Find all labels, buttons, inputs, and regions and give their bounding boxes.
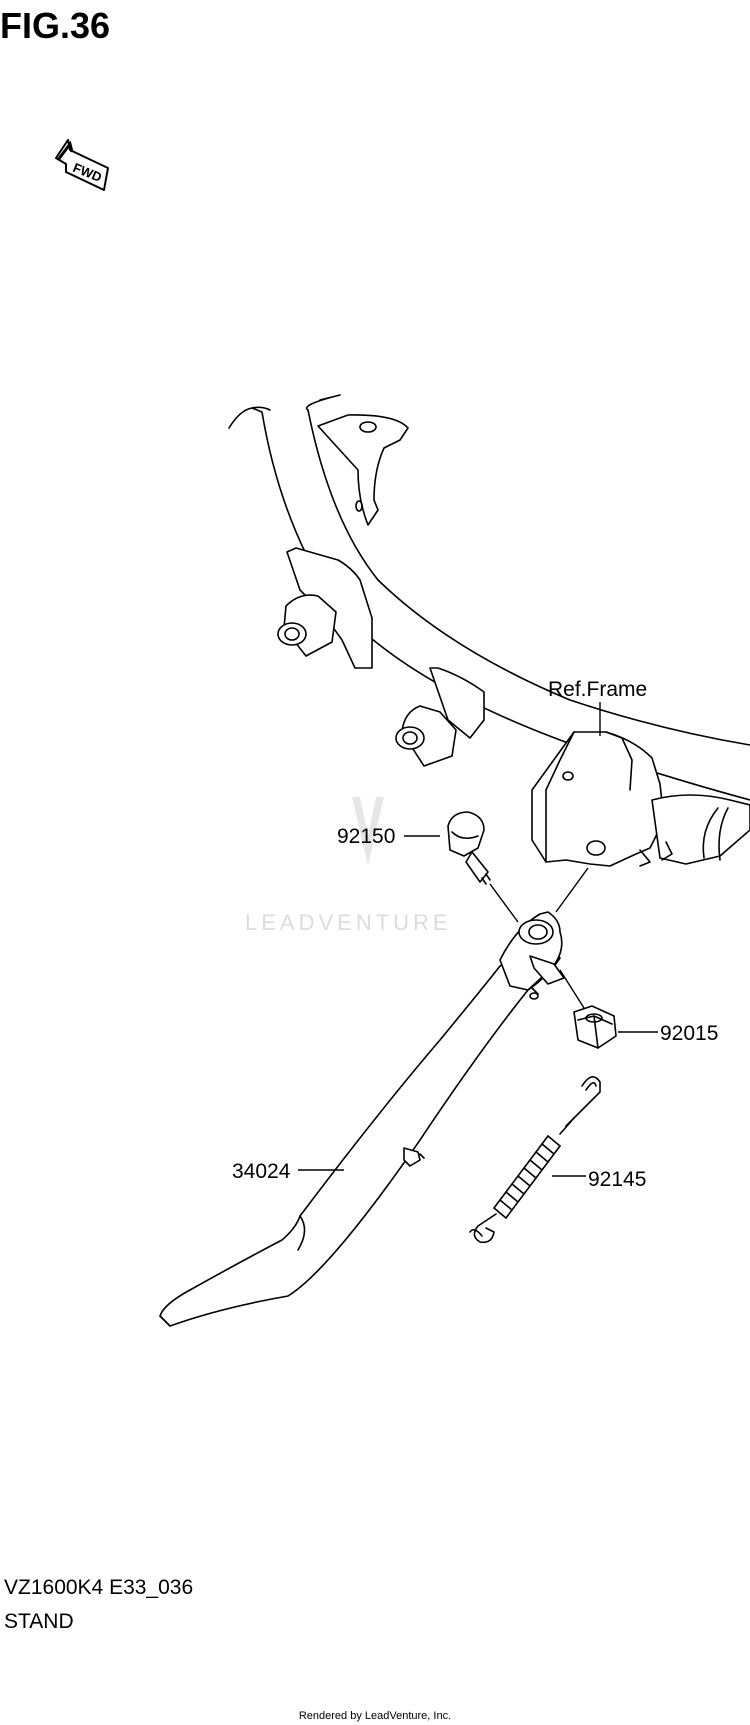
- part-label-34024: 34024: [232, 1160, 291, 1183]
- part-label-92145: 92145: [588, 1168, 646, 1191]
- model-code-caption: VZ1600K4 E33_036: [4, 1576, 193, 1599]
- centerline-92150: [489, 883, 519, 923]
- spring-92145-drawing: [469, 1076, 601, 1244]
- centerline-frame: [555, 867, 589, 913]
- side-stand-34024-drawing: [159, 911, 565, 1327]
- frame-drawing: [228, 394, 750, 867]
- bolt-92150-drawing: [447, 811, 491, 885]
- part-label-92150: 92150: [337, 825, 395, 848]
- nut-92015-drawing: [573, 1005, 617, 1049]
- section-name-caption: STAND: [4, 1610, 74, 1633]
- figure-title: FIG.36: [0, 5, 110, 46]
- leadventure-watermark: LEADVENTURE: [245, 797, 452, 935]
- forward-arrow-icon: FWD: [55, 139, 109, 191]
- ref-frame-label: Ref.Frame: [548, 678, 647, 701]
- centerline-92015: [559, 969, 585, 1009]
- watermark-text: LEADVENTURE: [245, 910, 452, 935]
- rendered-by-footer: Rendered by LeadVenture, Inc.: [299, 1710, 451, 1722]
- part-label-92015: 92015: [660, 1022, 718, 1045]
